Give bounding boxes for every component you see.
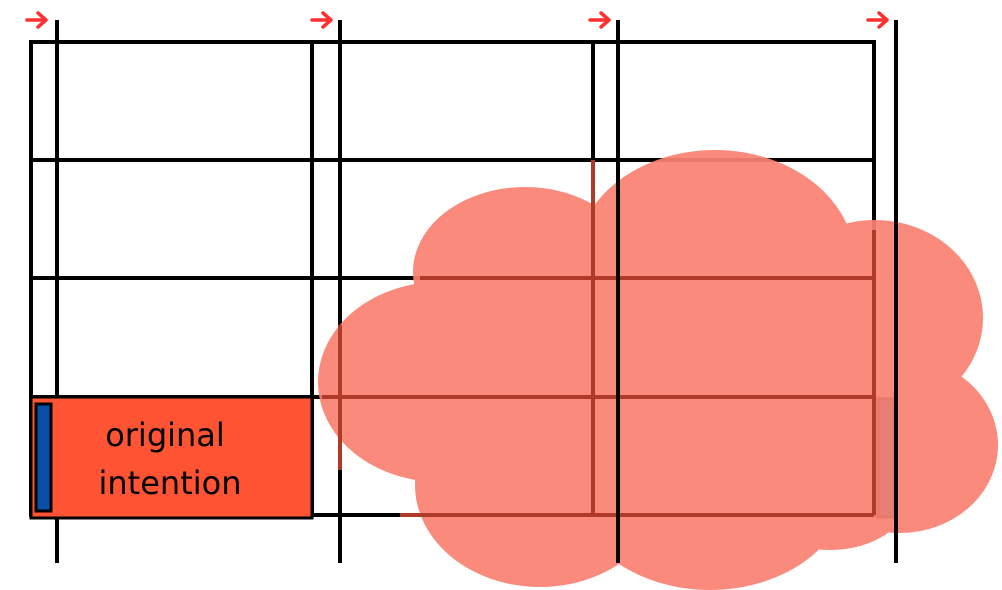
shift-arrows <box>25 11 889 29</box>
original-intention-label-line2: intention <box>99 464 242 502</box>
grid-lines-under-cloud <box>322 160 876 517</box>
shifted-guide-lines-over-cloud <box>616 150 898 563</box>
left-marker <box>34 402 53 513</box>
right-arrow-icon <box>588 11 611 29</box>
original-intention-label-line1: original <box>105 416 225 454</box>
uncertainty-cloud <box>318 150 998 590</box>
right-arrow-icon <box>25 11 48 29</box>
right-arrow-icon <box>866 11 889 29</box>
right-arrow-icon <box>310 11 333 29</box>
original-intention-cell <box>29 395 314 520</box>
